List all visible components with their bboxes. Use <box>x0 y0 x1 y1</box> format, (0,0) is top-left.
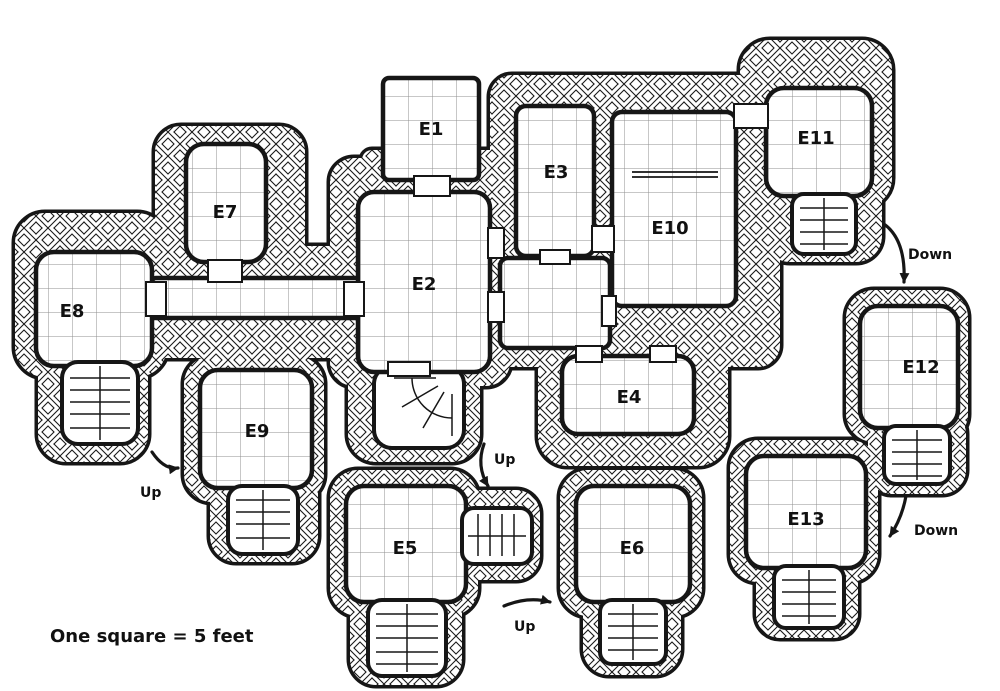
door <box>649 345 677 363</box>
up-arrow-e9 <box>150 450 180 475</box>
rooms <box>33 75 961 605</box>
stairs-e11 <box>790 192 858 256</box>
door <box>539 249 571 265</box>
room-label-e10: E10 <box>651 218 688 239</box>
stairs-e5 <box>366 598 448 678</box>
door <box>591 225 615 253</box>
ledge-e10 <box>632 171 718 178</box>
down-arrow-e12 <box>882 222 910 284</box>
door <box>413 175 451 197</box>
room-label-e9: E9 <box>245 421 270 442</box>
stairs-e6 <box>598 598 668 666</box>
room-labels: E1 E2 E3 E4 E5 E6 E7 E8 E9 E10 E11 E12 E… <box>60 119 940 559</box>
stairs <box>60 192 952 678</box>
door <box>207 259 243 283</box>
down-arrow-e13 <box>888 494 908 538</box>
door <box>145 281 167 317</box>
up-arrow-e6 <box>502 594 552 608</box>
door <box>601 295 617 327</box>
room-e10-floor <box>609 109 739 309</box>
room-label-e3: E3 <box>544 162 569 183</box>
room-label-e11: E11 <box>797 128 834 149</box>
room-label-e13: E13 <box>787 509 824 530</box>
room-label-e12: E12 <box>902 357 939 378</box>
door <box>487 291 505 323</box>
scale-note: One square = 5 feet <box>50 626 254 647</box>
stairs-e9 <box>226 484 300 556</box>
stairs-e5-side <box>460 506 534 566</box>
room-label-e7: E7 <box>213 202 238 223</box>
stairs-e12 <box>882 424 952 486</box>
room-e8-floor <box>33 249 155 369</box>
stairs-e13 <box>772 564 846 630</box>
room-label-e1: E1 <box>419 119 444 140</box>
door <box>387 361 431 377</box>
down-label-e12: Down <box>908 247 952 263</box>
door <box>733 103 769 129</box>
hall-mid-floor <box>497 255 613 351</box>
annotations: Up Up Up Down Down <box>140 222 958 635</box>
corridor-floor <box>149 275 367 321</box>
room-label-e2: E2 <box>412 274 437 295</box>
up-label-e6: Up <box>514 619 535 635</box>
room-label-e6: E6 <box>620 538 645 559</box>
door <box>343 281 365 317</box>
door <box>575 345 603 363</box>
up-label-e9: Up <box>140 485 161 501</box>
up-label-e5: Up <box>494 452 515 468</box>
room-label-e5: E5 <box>393 538 418 559</box>
door <box>487 227 505 259</box>
room-label-e8: E8 <box>60 301 85 322</box>
up-arrow-e5 <box>479 442 490 488</box>
down-label-e13: Down <box>914 523 958 539</box>
room-label-e4: E4 <box>617 387 642 408</box>
stairs-e8 <box>60 360 140 446</box>
doors <box>145 103 769 377</box>
room-e4-floor <box>559 353 697 437</box>
curved-stairs-e2 <box>372 364 466 450</box>
